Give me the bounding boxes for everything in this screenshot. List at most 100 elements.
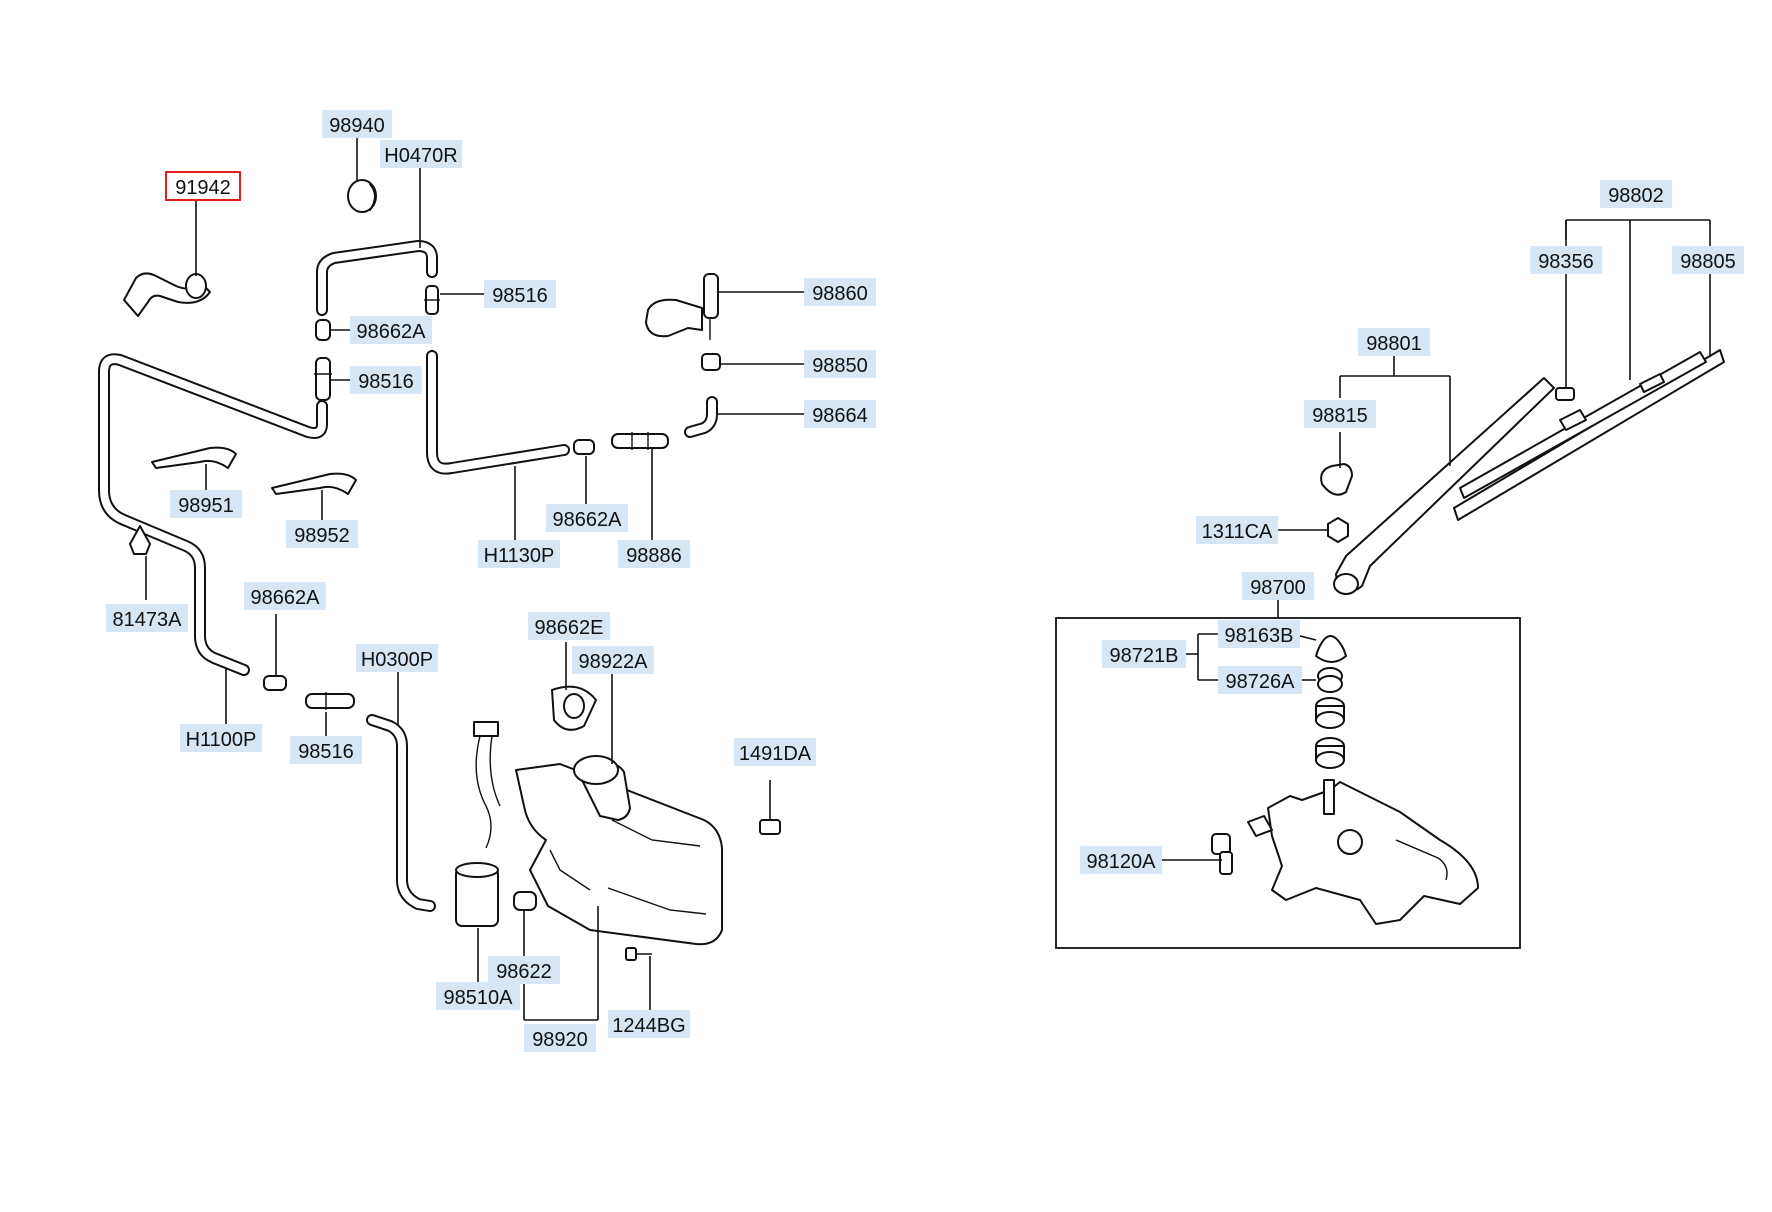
svg-text:98120A: 98120A — [1087, 851, 1157, 873]
label-98163b[interactable]: 98163B — [1218, 620, 1300, 648]
label-98801[interactable]: 98801 — [1358, 328, 1430, 356]
svg-text:H1100P: H1100P — [186, 729, 257, 751]
part-98860-nozzle — [645, 273, 719, 340]
label-98886[interactable]: 98886 — [618, 540, 690, 568]
label-98802[interactable]: 98802 — [1600, 180, 1672, 208]
label-98922a[interactable]: 98922A — [572, 646, 654, 674]
part-81473a-clip — [129, 525, 151, 555]
label-98805[interactable]: 98805 — [1672, 246, 1744, 274]
label-98850[interactable]: 98850 — [804, 350, 876, 378]
part-91942-hose-joint — [123, 272, 211, 317]
part-98801-wiper-arm — [1333, 377, 1555, 595]
label-98120a[interactable]: 98120A — [1080, 846, 1162, 874]
part-98850-nut — [701, 353, 721, 371]
label-98516-a[interactable]: 98516 — [484, 280, 556, 308]
part-98951-clip — [151, 446, 237, 469]
part-98886-check-valve — [611, 432, 669, 450]
svg-text:98516: 98516 — [298, 741, 354, 763]
svg-text:98700: 98700 — [1250, 577, 1306, 599]
label-98662a-a[interactable]: 98662A — [350, 316, 432, 344]
label-98664[interactable]: 98664 — [804, 400, 876, 428]
svg-text:98920: 98920 — [532, 1029, 588, 1051]
svg-text:98664: 98664 — [812, 405, 868, 427]
label-h0470r[interactable]: H0470R — [380, 140, 462, 168]
part-98516-connector-top — [424, 285, 440, 315]
svg-text:98860: 98860 — [812, 283, 868, 305]
label-98952[interactable]: 98952 — [286, 520, 358, 548]
svg-text:98952: 98952 — [294, 525, 350, 547]
part-98920-reservoir — [473, 721, 723, 946]
svg-text:98801: 98801 — [1366, 333, 1422, 355]
svg-text:81473A: 81473A — [113, 609, 183, 631]
label-98721b[interactable]: 98721B — [1102, 640, 1186, 668]
label-98516-c[interactable]: 98516 — [290, 736, 362, 764]
part-98120a-connector — [1211, 833, 1233, 875]
part-1244bg-bolt — [625, 947, 652, 961]
assembly-box-98700 — [1055, 617, 1521, 949]
hose-h0470r — [316, 240, 438, 316]
label-1311ca[interactable]: 1311CA — [1196, 516, 1278, 544]
label-1244bg[interactable]: 1244BG — [608, 1010, 690, 1038]
svg-text:1244BG: 1244BG — [612, 1015, 685, 1037]
part-98662e-grommet — [551, 685, 597, 731]
svg-text:98510A: 98510A — [444, 987, 514, 1009]
label-h1130p[interactable]: H1130P — [478, 540, 560, 568]
svg-text:98886: 98886 — [626, 545, 682, 567]
svg-text:H0300P: H0300P — [361, 649, 433, 671]
part-98726a-washer — [1317, 667, 1343, 693]
hose-h0300p — [366, 714, 436, 912]
svg-text:98922A: 98922A — [579, 651, 649, 673]
label-81473a[interactable]: 81473A — [106, 604, 188, 632]
part-98940-plug — [347, 179, 377, 213]
label-98700[interactable]: 98700 — [1242, 572, 1314, 600]
svg-text:98356: 98356 — [1538, 251, 1594, 273]
label-98662a-c[interactable]: 98662A — [244, 582, 326, 610]
part-98662a-sleeve-b — [573, 439, 595, 455]
label-91942-selected[interactable]: 91942 — [165, 171, 241, 201]
label-98356[interactable]: 98356 — [1530, 246, 1602, 274]
svg-text:98516: 98516 — [358, 371, 414, 393]
part-1311ca-nut — [1327, 517, 1349, 543]
label-98920[interactable]: 98920 — [524, 1024, 596, 1052]
svg-text:98721B: 98721B — [1110, 645, 1179, 667]
part-98662a-sleeve-a — [315, 319, 331, 341]
svg-text:98805: 98805 — [1680, 251, 1736, 273]
part-98815-cap — [1320, 463, 1353, 496]
svg-text:98516: 98516 — [492, 285, 548, 307]
svg-text:98726A: 98726A — [1226, 671, 1296, 693]
part-spacer-stack — [1315, 697, 1345, 769]
svg-text:98163B: 98163B — [1225, 625, 1294, 647]
part-98952-clip — [271, 472, 357, 495]
svg-text:98802: 98802 — [1608, 185, 1664, 207]
label-98662a-b[interactable]: 98662A — [546, 504, 628, 532]
label-98940[interactable]: 98940 — [322, 110, 392, 138]
part-98805-wiper-blade — [1453, 349, 1725, 521]
label-98815[interactable]: 98815 — [1304, 400, 1376, 428]
part-98356-clip — [1555, 387, 1575, 401]
label-98860[interactable]: 98860 — [804, 278, 876, 306]
part-98516-connector-low — [305, 692, 355, 710]
label-98951[interactable]: 98951 — [170, 490, 242, 518]
label-98510a[interactable]: 98510A — [436, 982, 520, 1010]
label-h1100p[interactable]: H1100P — [180, 724, 262, 752]
hose-h1100p — [98, 353, 328, 676]
label-1491da[interactable]: 1491DA — [734, 738, 816, 766]
svg-text:98815: 98815 — [1312, 405, 1368, 427]
part-wiper-motor — [1247, 779, 1479, 925]
svg-text:98662A: 98662A — [251, 587, 321, 609]
label-98622[interactable]: 98622 — [488, 956, 560, 984]
svg-text:98662A: 98662A — [357, 321, 427, 343]
label-98662e[interactable]: 98662E — [528, 612, 610, 640]
svg-text:H0470R: H0470R — [384, 145, 457, 167]
part-98510a-pump — [455, 862, 499, 927]
label-h0300p[interactable]: H0300P — [356, 644, 438, 672]
label-98726a[interactable]: 98726A — [1218, 666, 1302, 694]
svg-text:98850: 98850 — [812, 355, 868, 377]
svg-text:1311CA: 1311CA — [1202, 521, 1273, 543]
label-98516-b[interactable]: 98516 — [350, 366, 422, 394]
svg-text:98951: 98951 — [178, 495, 234, 517]
part-98662a-sleeve-c — [263, 675, 287, 691]
svg-text:98662A: 98662A — [553, 509, 623, 531]
part-98622-grommet — [513, 891, 537, 911]
hose-h1130p — [426, 350, 570, 475]
